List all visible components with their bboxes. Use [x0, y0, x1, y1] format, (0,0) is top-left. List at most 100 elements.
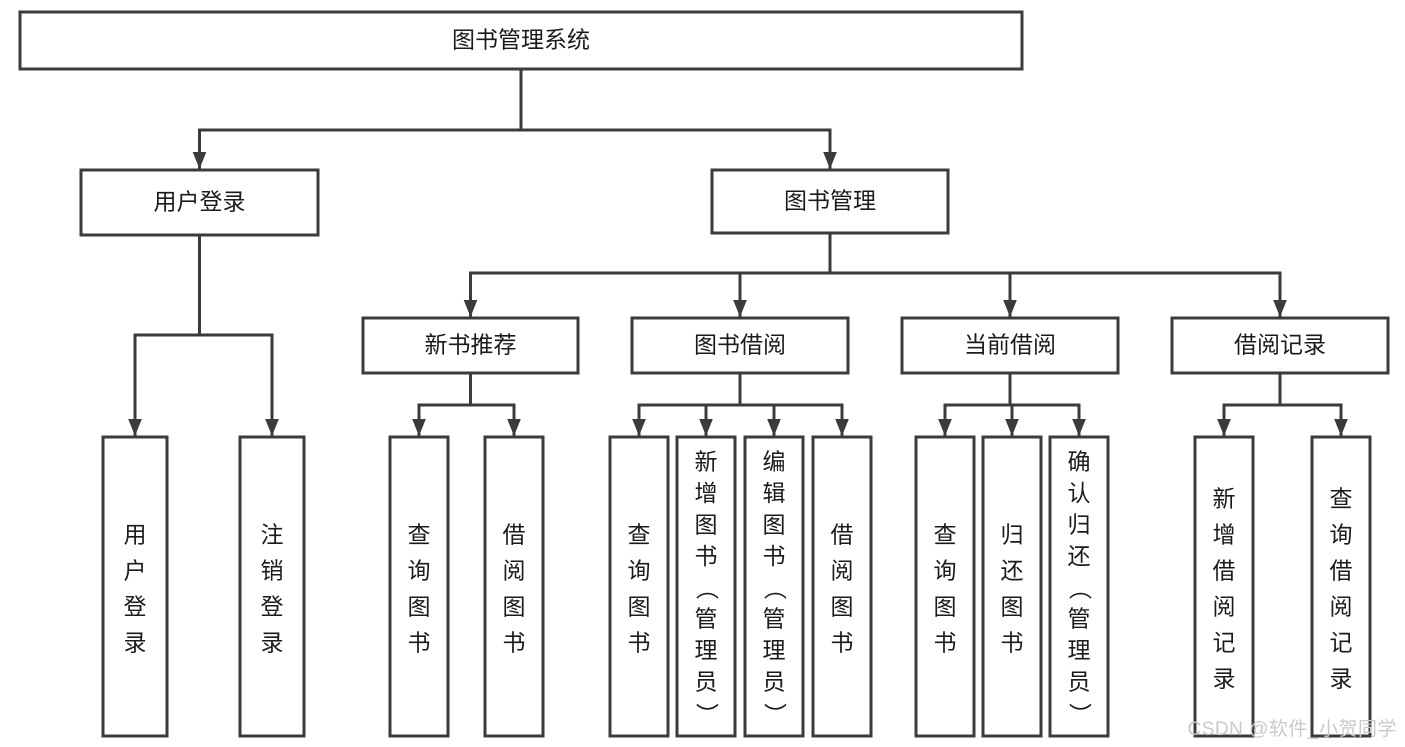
node-label-char: 户	[124, 558, 147, 584]
node-label-char: 录	[124, 630, 147, 656]
node-box-current-borrow	[900, 316, 1120, 375]
node-label-char: 录	[1213, 666, 1236, 692]
node-label-char: 员	[695, 669, 718, 695]
node-user-login[interactable]: 用户登录	[79, 168, 320, 237]
node-label-char: 登	[124, 594, 147, 620]
node-label-char: 认	[1068, 480, 1091, 506]
node-label-book-borrow: 图书借阅	[694, 332, 786, 358]
node-label-current-borrow: 当前借阅	[964, 332, 1056, 358]
node-leaf-add-borrow-record[interactable]: 新增借阅记录新增借阅记录	[1193, 435, 1255, 738]
node-label-char: 借	[831, 522, 854, 548]
node-box-book-manage	[710, 168, 950, 235]
node-label-char: 图	[503, 594, 526, 620]
node-label-char: ）	[762, 703, 788, 726]
node-label-char: 书	[934, 630, 957, 656]
node-label-char: 询	[934, 558, 957, 584]
node-book-borrow[interactable]: 图书借阅	[630, 316, 850, 375]
node-new-book-recommend[interactable]: 新书推荐	[361, 316, 580, 375]
node-label-char: 还	[1001, 558, 1024, 584]
arrow-head-icon	[507, 418, 521, 436]
node-label-char: 理	[695, 637, 718, 663]
arrow-head-icon	[835, 418, 849, 436]
node-label-char: 销	[261, 558, 284, 584]
arrow-head-icon	[938, 418, 952, 436]
node-box-leaf-confirm-return-admin	[1048, 435, 1110, 738]
node-label-char: 图	[1001, 594, 1024, 620]
node-label-char: （	[694, 577, 720, 600]
node-label-char: 图	[831, 594, 854, 620]
node-label-char: 查	[408, 522, 431, 548]
node-label-char: 理	[1068, 637, 1091, 663]
node-label-char: 确	[1068, 449, 1091, 475]
node-box-leaf-query-book-borrow	[608, 435, 670, 738]
node-box-leaf-borrow-book	[811, 435, 873, 738]
node-leaf-user-login[interactable]: 用户登录用户登录	[101, 435, 169, 738]
node-leaf-query-book-current[interactable]: 查询图书查询图书	[914, 435, 976, 738]
node-label-char: 书	[763, 543, 786, 569]
node-borrow-record[interactable]: 借阅记录	[1170, 316, 1390, 375]
watermark-credit: CSDN @软件_小贺同学	[1187, 719, 1397, 740]
node-label-char: 借	[1213, 558, 1236, 584]
node-leaf-query-book-recommend[interactable]: 查询图书查询图书	[388, 435, 450, 738]
arrow-head-icon	[265, 418, 279, 436]
node-label-char: 阅	[831, 558, 854, 584]
arrow-head-icon	[412, 418, 426, 436]
nodes-layer: 图书管理系统用户登录图书管理新书推荐图书借阅当前借阅借阅记录用户登录用户登录注销…	[18, 10, 1390, 738]
node-label-char: 图	[695, 511, 718, 537]
node-label-char: 增	[1213, 522, 1236, 548]
connectors-layer	[128, 67, 1348, 436]
node-root[interactable]: 图书管理系统	[18, 10, 1024, 71]
arrow-head-icon	[1273, 299, 1287, 317]
node-label-char: 管	[1068, 606, 1091, 632]
node-book-manage[interactable]: 图书管理	[710, 168, 950, 235]
node-label-char: ）	[694, 703, 720, 726]
node-box-root	[18, 10, 1024, 71]
node-leaf-query-borrow-record[interactable]: 查询借阅记录查询借阅记录	[1310, 435, 1372, 738]
node-label-char: 管	[763, 606, 786, 632]
arrow-head-icon	[767, 418, 781, 436]
node-leaf-logout[interactable]: 注销登录注销登录	[238, 435, 306, 738]
node-box-leaf-user-login	[101, 435, 169, 738]
node-label-char: 书	[695, 543, 718, 569]
node-label-char: 用	[124, 522, 147, 548]
node-leaf-borrow-book[interactable]: 借阅图书借阅图书	[811, 435, 873, 738]
node-label-char: 阅	[1330, 594, 1353, 620]
node-label-char: 记	[1213, 630, 1236, 656]
node-box-book-borrow	[630, 316, 850, 375]
node-label-char: ）	[1067, 703, 1093, 726]
node-label-char: 新	[1213, 486, 1236, 512]
node-label-char: 管	[695, 606, 718, 632]
arrow-head-icon	[823, 151, 837, 169]
node-box-leaf-query-borrow-record	[1310, 435, 1372, 738]
node-leaf-borrow-book-recommend[interactable]: 借阅图书借阅图书	[483, 435, 545, 738]
node-label-char: 图	[408, 594, 431, 620]
node-label-new-book-recommend: 新书推荐	[425, 332, 517, 358]
node-box-leaf-add-borrow-record	[1193, 435, 1255, 738]
node-label-char: 归	[1001, 522, 1024, 548]
node-label-char: 图	[628, 594, 651, 620]
node-label-char: 辑	[763, 480, 786, 506]
node-label-char: 书	[1001, 630, 1024, 656]
node-leaf-return-book[interactable]: 归还图书归还图书	[981, 435, 1043, 738]
node-label-char: 查	[628, 522, 651, 548]
arrow-head-icon	[1003, 299, 1017, 317]
arrow-head-icon	[1072, 418, 1086, 436]
node-box-leaf-edit-book-admin	[743, 435, 805, 738]
node-current-borrow[interactable]: 当前借阅	[900, 316, 1120, 375]
node-label-char: 书	[831, 630, 854, 656]
node-label-char: 员	[763, 669, 786, 695]
node-label-char: 新	[695, 449, 718, 475]
node-leaf-query-book-borrow[interactable]: 查询图书查询图书	[608, 435, 670, 738]
arrow-head-icon	[699, 418, 713, 436]
arrow-head-icon	[632, 418, 646, 436]
node-label-book-manage: 图书管理	[784, 188, 876, 214]
node-label-char: 图	[934, 594, 957, 620]
node-box-leaf-return-book	[981, 435, 1043, 738]
arrow-head-icon	[733, 299, 747, 317]
node-label-char: （	[1067, 577, 1093, 600]
